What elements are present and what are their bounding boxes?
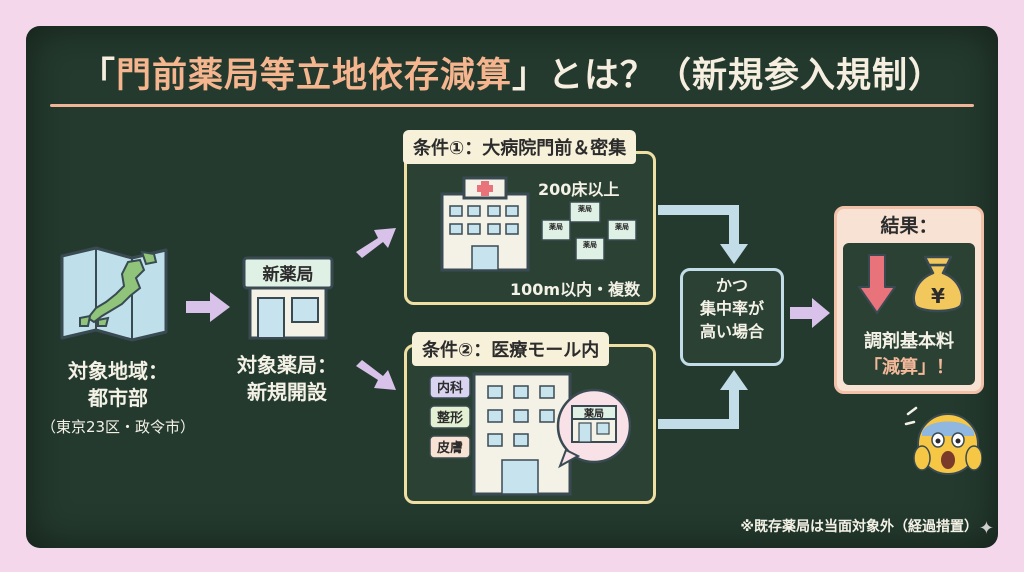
sparkle-icon: ✦ (978, 518, 994, 539)
result-text: 調剤基本料 「減算」！ (843, 329, 975, 381)
condition1-beds: 200床以上 (538, 180, 620, 199)
result-line2: 「減算」！ (864, 357, 954, 378)
title-suffix: 」とは？（新規参入規制） (512, 55, 945, 96)
title-prefix: 「 (79, 55, 116, 96)
result-line1: 調剤基本料 (864, 331, 954, 352)
katsu-line1: かつ (715, 276, 748, 295)
store-sign-text: 新薬局 (263, 264, 314, 285)
store-label: 対象薬局： 新規開設 (222, 352, 352, 406)
result-inner: ¥ 調剤基本料 「減算」！ (843, 243, 975, 385)
katsu-line2: 集中率が (699, 299, 764, 318)
small-pharmacy-label: 薬局 (614, 222, 629, 231)
page-title: 「門前薬局等立地依存減算」とは？（新規参入規制） (44, 44, 980, 100)
title-highlight: 門前薬局等立地依存減算 (115, 55, 512, 96)
connector-arrow-up-icon (658, 370, 748, 429)
bubble-pharmacy-label: 薬局 (583, 407, 604, 420)
small-pharmacy-label: 薬局 (577, 204, 592, 213)
shocked-face-icon (904, 406, 982, 475)
arrow-to-result-icon (790, 298, 830, 328)
small-pharmacy-label: 薬局 (548, 222, 563, 231)
small-pharmacy-label: 薬局 (582, 240, 597, 249)
down-arrow-icon (858, 254, 896, 314)
clinic-label-internal: 内科 (437, 380, 463, 396)
connector-arrow-down-icon (658, 205, 748, 264)
clinic-label-ortho: 整形 (436, 410, 463, 426)
title-underline (50, 104, 974, 107)
condition2-header: 条件②：医療モール内 (412, 332, 610, 366)
region-label-line1: 対象地域： (68, 359, 168, 383)
region-sub-label: （東京23区・政令市） (40, 418, 196, 436)
region-label-line2: 都市部 (88, 386, 148, 410)
footnote: ※既存薬局は当面対象外（経過措置） (740, 519, 978, 535)
japan-map-icon (60, 246, 168, 342)
pharmacy-store-icon: 新薬局 (242, 256, 334, 340)
condition-and-box: かつ 集中率が 高い場合 (680, 268, 784, 366)
katsu-line3: 高い場合 (699, 322, 764, 341)
clustered-pharmacies-icon: 薬局 薬局 薬局 薬局 (541, 201, 637, 261)
condition1-distance: 100m以内・複数 (510, 280, 641, 299)
yen-symbol: ¥ (931, 284, 945, 308)
arrow-up-right-icon (356, 228, 396, 258)
arrow-down-right-icon (356, 360, 396, 390)
store-label-line2: 新規開設 (247, 380, 327, 404)
hospital-icon (440, 176, 530, 272)
clinic-label-derm: 皮膚 (436, 440, 463, 456)
condition1-header: 条件①：大病院門前＆密集 (403, 130, 637, 164)
arrow-right-icon (186, 292, 230, 322)
money-bag-icon: ¥ (912, 255, 964, 313)
region-label: 対象地域： 都市部 (38, 358, 198, 412)
result-panel: 結果： ¥ 調剤基本料 「減算」！ (834, 206, 984, 394)
medical-mall-icon: 内科 整形 皮膚 薬局 (429, 372, 632, 496)
store-label-line1: 対象薬局： (237, 353, 337, 377)
result-header: 結果： (880, 215, 938, 237)
